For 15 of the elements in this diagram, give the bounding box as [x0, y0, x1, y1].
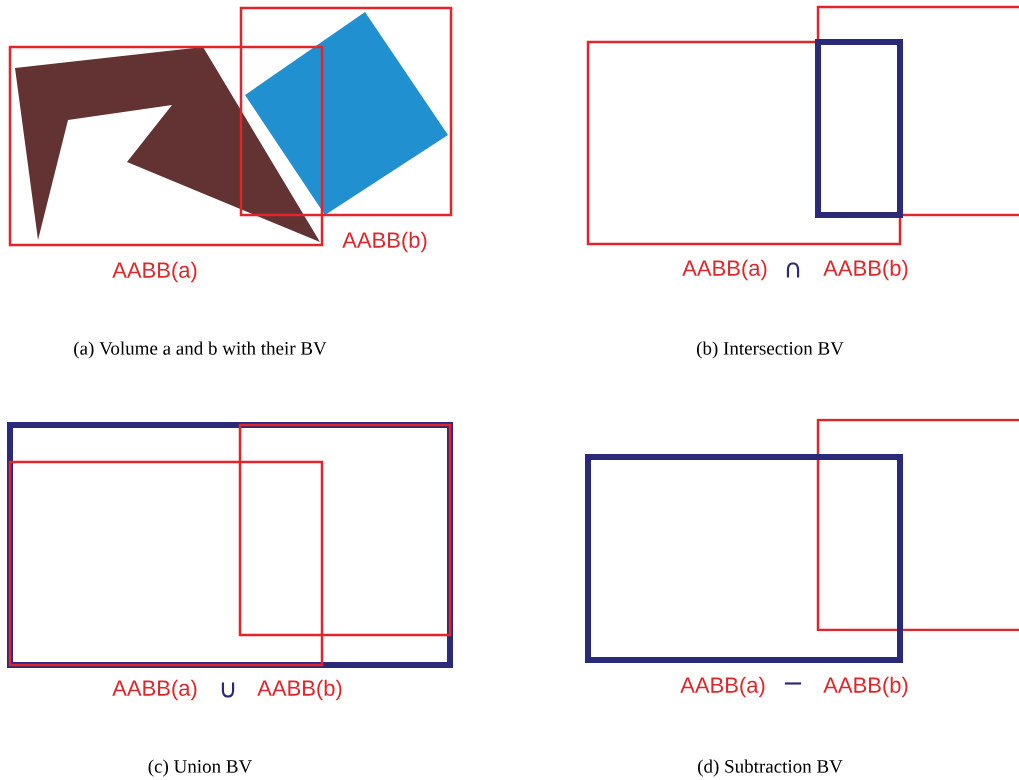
aabb-label: AABB(b)	[257, 679, 342, 701]
aabb-label: AABB(b)	[823, 259, 908, 281]
aabb-label: AABB(a)	[682, 259, 767, 281]
caption: (b) Intersection BV	[696, 341, 844, 359]
operator-symbol: ∪	[221, 682, 235, 698]
aabb-label: AABB(a)	[112, 261, 197, 283]
caption: (a) Volume a and b with their BV	[74, 341, 327, 359]
aabb-label: AABB(b)	[823, 676, 908, 698]
aabb-label: AABB(b)	[342, 231, 427, 253]
aabb-label: AABB(a)	[680, 676, 765, 698]
caption: (c) Union BV	[148, 759, 253, 777]
caption: (d) Subtraction BV	[698, 759, 843, 777]
operator-symbol: ∩	[786, 262, 800, 278]
aabb-label: AABB(a)	[112, 679, 197, 701]
operator-symbol: −	[784, 682, 802, 685]
